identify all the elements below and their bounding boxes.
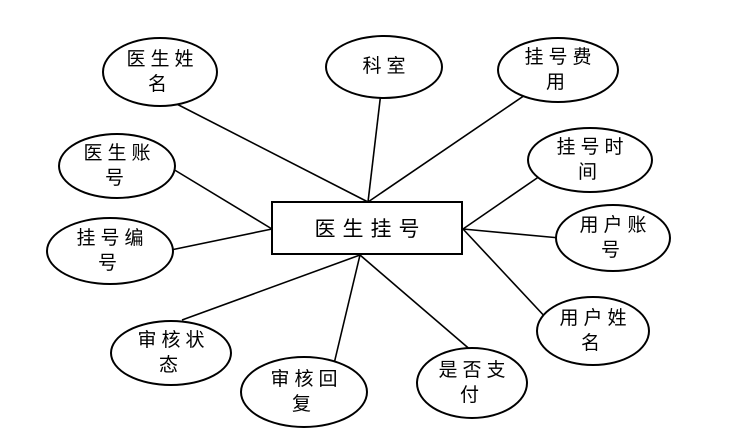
attribute-node-registration-number: 挂号编 号 (46, 217, 174, 285)
attribute-label-registration-number: 挂号编 号 (76, 227, 149, 274)
connector-line-registration-time (462, 175, 541, 230)
connector-line-department (367, 91, 382, 203)
attribute-node-department: 科室 (325, 35, 443, 99)
attribute-label-doctor-name: 医生姓 名 (126, 48, 199, 95)
attribute-node-payment-status: 是否支 付 (416, 347, 528, 419)
attribute-label-registration-fee: 挂号费 用 (524, 46, 597, 93)
attribute-node-registration-time: 挂号时 间 (527, 127, 653, 193)
attribute-node-registration-fee: 挂号费 用 (497, 37, 619, 103)
connector-line-audit-status (181, 254, 361, 321)
entity-node-doctor-registration: 医生挂号 (271, 201, 463, 255)
attribute-label-audit-reply: 审核回 复 (270, 368, 343, 415)
connector-line-user-account (462, 228, 561, 239)
attribute-node-audit-status: 审核状 态 (110, 320, 232, 386)
connector-line-doctor-account (167, 165, 273, 230)
connector-line-doctor-name (164, 97, 369, 203)
attribute-label-registration-time: 挂号时 间 (556, 136, 629, 183)
attribute-node-user-name: 用户姓 名 (536, 296, 650, 366)
attribute-label-department: 科室 (362, 56, 411, 78)
connector-line-registration-number (165, 228, 273, 252)
attribute-node-doctor-name: 医生姓 名 (102, 37, 218, 107)
connector-line-audit-reply (332, 254, 361, 369)
attribute-label-doctor-account: 医生账 号 (83, 142, 156, 189)
connector-line-payment-status (359, 254, 474, 353)
attribute-label-payment-status: 是否支 付 (438, 359, 511, 406)
attribute-node-audit-reply: 审核回 复 (240, 356, 368, 428)
entity-label: 医生挂号 (314, 217, 427, 241)
attribute-node-doctor-account: 医生账 号 (58, 133, 176, 199)
attribute-label-user-name: 用户姓 名 (559, 307, 632, 354)
attribute-label-audit-status: 审核状 态 (137, 329, 210, 376)
connector-line-registration-fee (367, 92, 529, 203)
attribute-label-user-account: 用户账 号 (579, 214, 652, 261)
connector-line-user-name (462, 228, 549, 321)
attribute-node-user-account: 用户账 号 (555, 204, 671, 272)
